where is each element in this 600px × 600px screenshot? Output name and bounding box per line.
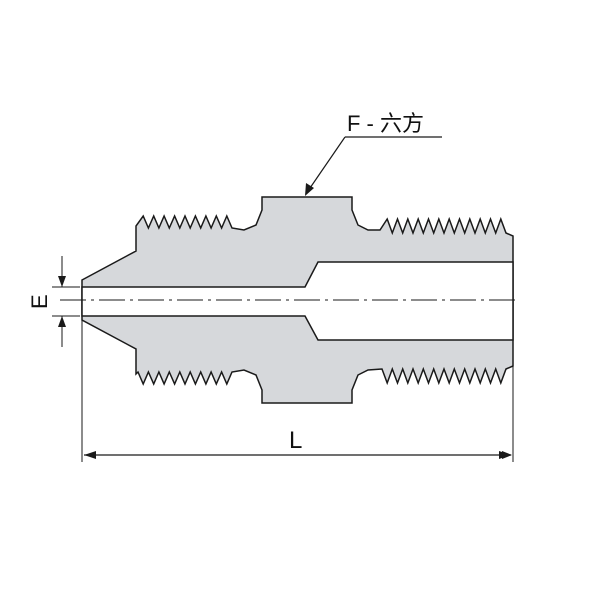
bore-arrow-top [58, 276, 66, 287]
length-arrow-right [499, 451, 511, 459]
internal-bore [81, 261, 514, 341]
length-arrow-left [84, 451, 96, 459]
bore-arrow-bottom [58, 316, 66, 327]
length-dimension-label: L [289, 427, 302, 454]
bore-dimension-label: E [27, 294, 52, 309]
hex-callout-leader [309, 136, 346, 189]
hex-callout-arrow [305, 183, 314, 196]
hex-callout-label: F - 六方 [347, 111, 424, 136]
